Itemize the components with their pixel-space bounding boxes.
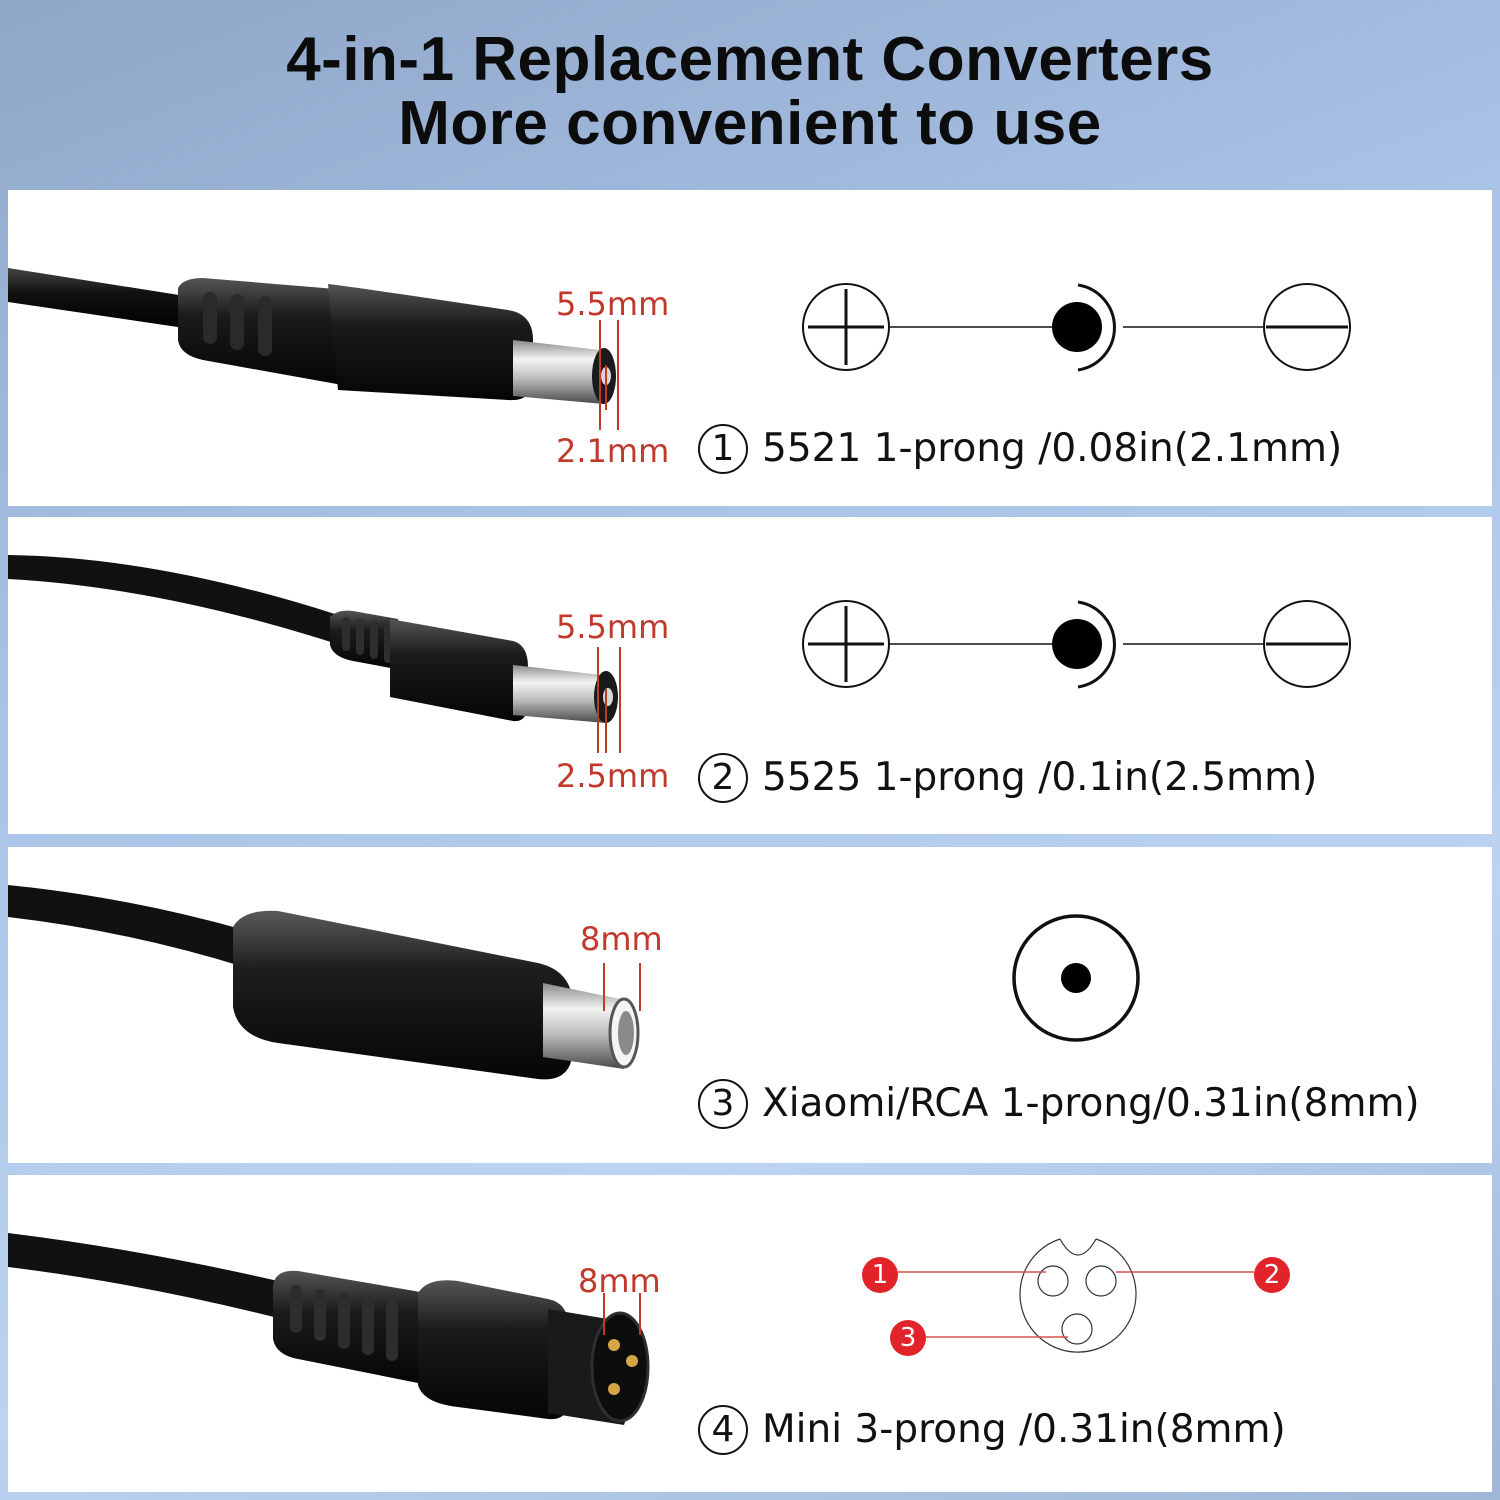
- item-number-badge: 3: [698, 1079, 748, 1129]
- connector-panel-4: 8mm 1 2 3 4 Mini 3-prong /0.31in(8mm): [8, 1175, 1492, 1492]
- item-number-badge: 1: [698, 424, 748, 474]
- page-title: 4-in-1 Replacement Converters: [286, 25, 1214, 94]
- page-header: 4-in-1 Replacement Converters More conve…: [0, 0, 1500, 186]
- connector-panel-1: 5.5mm 2.1mm 1 5521 1-prong /0.08in(2.1mm…: [8, 190, 1492, 506]
- connector-spec: 5521 1-prong /0.08in(2.1mm): [762, 426, 1343, 471]
- connector-mini-3-prong-illustration: [8, 1233, 1254, 1425]
- connector-caption: 4 Mini 3-prong /0.31in(8mm): [698, 1405, 1286, 1455]
- diameter-label: 8mm: [578, 1262, 661, 1300]
- outer-diameter-label: 5.5mm: [556, 608, 670, 646]
- pin-2-badge: 2: [1254, 1257, 1290, 1293]
- outer-diameter-label: 5.5mm: [556, 285, 670, 323]
- connector-spec: 5525 1-prong /0.1in(2.5mm): [762, 755, 1318, 800]
- connector-xiaomi-illustration: [8, 885, 1140, 1080]
- connector-5525-illustration: [8, 555, 1351, 753]
- connector-caption: 1 5521 1-prong /0.08in(2.1mm): [698, 424, 1342, 474]
- item-number-badge: 4: [698, 1405, 748, 1455]
- pin-3-badge: 3: [890, 1320, 926, 1356]
- inner-diameter-label: 2.5mm: [556, 757, 670, 795]
- connector-5521-illustration: [8, 268, 1351, 430]
- connector-panel-3: 8mm 3 Xiaomi/RCA 1-prong/0.31in(8mm): [8, 847, 1492, 1163]
- pin-1-badge: 1: [862, 1257, 898, 1293]
- connector-spec: Mini 3-prong /0.31in(8mm): [762, 1407, 1286, 1452]
- connector-spec: Xiaomi/RCA 1-prong/0.31in(8mm): [762, 1081, 1420, 1126]
- item-number-badge: 2: [698, 753, 748, 803]
- connector-panel-2: 5.5mm 2.5mm 2 5525 1-prong /0.1in(2.5mm): [8, 517, 1492, 834]
- connector-caption: 2 5525 1-prong /0.1in(2.5mm): [698, 753, 1317, 803]
- inner-diameter-label: 2.1mm: [556, 432, 670, 470]
- diameter-label: 8mm: [580, 920, 663, 958]
- page-subtitle: More convenient to use: [398, 89, 1102, 158]
- connector-caption: 3 Xiaomi/RCA 1-prong/0.31in(8mm): [698, 1079, 1420, 1129]
